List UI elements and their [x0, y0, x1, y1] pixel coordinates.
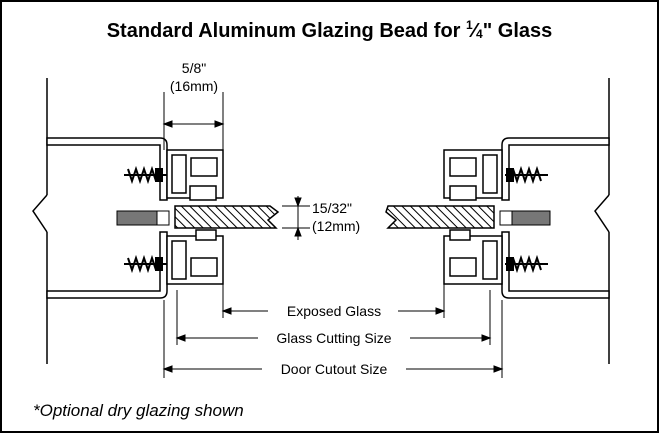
- screw-icon: [505, 165, 548, 185]
- screw-icon: [124, 165, 168, 185]
- glass-thickness-metric-label: (12mm): [312, 218, 360, 234]
- frame-width-label: 5/8": [182, 60, 206, 76]
- glazing-bead-left: [166, 149, 224, 285]
- glazing-bead-right: [443, 149, 503, 285]
- diagram-title: Standard Aluminum Glazing Bead for 1⁄4" …: [106, 18, 553, 42]
- door-cutout-size-dimension: [162, 300, 504, 378]
- door-cutout-size-label: Door Cutout Size: [281, 361, 388, 377]
- glass-cutting-size-label: Glass Cutting Size: [276, 330, 391, 346]
- frame-width-dimension: [162, 92, 225, 150]
- right-door-section: [443, 78, 610, 364]
- left-door-section: [32, 78, 224, 364]
- glass-cutting-size-dimension: [175, 290, 492, 345]
- glass-thickness-label: 15/32": [312, 200, 352, 216]
- glass-pane-right: [385, 205, 495, 229]
- glass-thickness-dimension: [282, 196, 310, 240]
- glass-pane-left: [174, 205, 280, 229]
- exposed-glass-dimension: [221, 284, 446, 318]
- frame-width-metric-label: (16mm): [170, 78, 218, 94]
- footnote: *Optional dry glazing shown: [33, 401, 244, 420]
- screw-icon: [505, 254, 548, 274]
- screw-icon: [124, 254, 168, 274]
- exposed-glass-label: Exposed Glass: [287, 303, 381, 319]
